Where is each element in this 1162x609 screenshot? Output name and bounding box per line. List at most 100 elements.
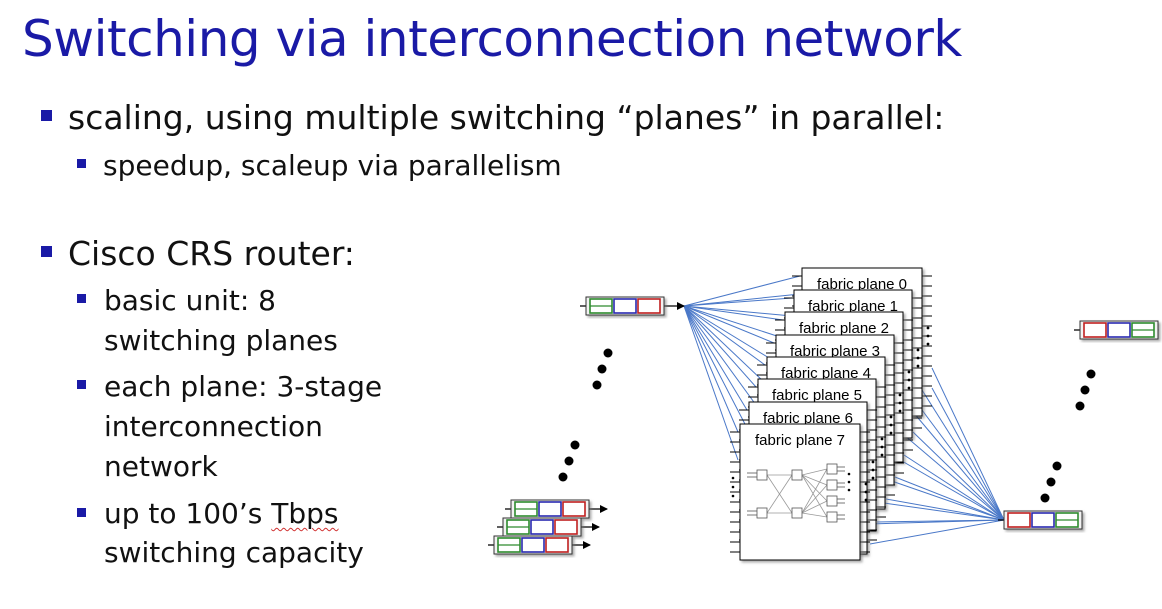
input-queue-1: [505, 499, 608, 519]
link: [683, 305, 766, 366]
port-dot: [916, 364, 920, 368]
link: [683, 305, 784, 339]
output-queue-top: [1074, 320, 1159, 340]
link: [869, 519, 1005, 525]
queue-cell: [1083, 322, 1107, 338]
switch-element: [756, 507, 768, 519]
link: [683, 275, 801, 307]
switch-element: [791, 507, 803, 519]
link: [921, 409, 1005, 521]
port-dot: [847, 488, 851, 492]
fabric-plane-label: fabric plane 3: [790, 343, 880, 360]
port-dot: [864, 490, 868, 494]
port-dot: [871, 476, 875, 480]
link: [931, 367, 1005, 521]
switch-element: [791, 469, 803, 481]
output-queue-bottom: [998, 510, 1083, 530]
fabric-plane-label: fabric plane 7: [755, 432, 845, 449]
queue-cell: [1107, 322, 1131, 338]
input-queue-2: [497, 517, 600, 537]
bullet-each-plane-line2: interconnection: [104, 410, 323, 443]
fabric-plane-label: fabric plane 6: [763, 410, 853, 427]
switch-element: [826, 495, 838, 507]
bullet-speedup: speedup, scaleup via parallelism: [103, 149, 562, 182]
queue-cell: [530, 519, 554, 535]
port-dot: [926, 326, 930, 330]
switch-element: [826, 511, 838, 523]
output-links: [869, 367, 1005, 545]
port-dot: [916, 356, 920, 360]
link: [683, 297, 793, 307]
queue-cell: [545, 537, 569, 553]
fabric-plane-stack: fabric plane 0 fabric plane 1 fabric plane…: [730, 267, 932, 561]
queue-cell: [613, 298, 637, 314]
switch-element: [826, 463, 838, 475]
queues: [488, 296, 1159, 555]
port-dot: [731, 494, 735, 498]
queue-cell: [538, 501, 562, 517]
port-dot: [907, 370, 911, 374]
tbps-term: Tbps: [271, 497, 339, 530]
port-dot: [864, 498, 868, 502]
input-queue-3: [488, 535, 591, 555]
queue-cell: [521, 537, 545, 553]
port-dot: [871, 468, 875, 472]
fabric-plane-label: fabric plane 1: [808, 298, 898, 315]
bullet-each-plane-line3: network: [104, 450, 218, 483]
link: [683, 305, 748, 411]
fabric-plane-label: fabric plane 2: [799, 320, 889, 337]
input-links: [683, 275, 801, 461]
bullet-basic-unit-line1: basic unit: 8: [104, 284, 276, 317]
queue-cell: [554, 519, 578, 535]
bullet-tbps-line1: up to 100’s Tbps: [104, 497, 339, 530]
link: [894, 476, 1005, 521]
port-dot: [907, 386, 911, 390]
input-queue-top: [580, 296, 685, 316]
link: [683, 305, 775, 362]
bullet-marker: [77, 294, 86, 303]
port-dot: [898, 409, 902, 413]
port-dot: [871, 460, 875, 464]
port-dot: [880, 437, 884, 441]
link: [885, 498, 1005, 521]
fabric-plane-7: fabric plane 7: [730, 423, 870, 561]
ellipsis-dots: [558, 348, 1096, 503]
port-dot: [916, 348, 920, 352]
bullet-each-plane-line1: each plane: 3-stage: [104, 370, 383, 403]
port-dot: [731, 476, 735, 480]
queue-cell: [562, 501, 586, 517]
link: [683, 293, 801, 307]
fabric-plane-label: fabric plane 4: [781, 365, 871, 382]
link: [683, 305, 784, 321]
bullet-marker: [77, 380, 86, 389]
port-dot: [847, 472, 851, 476]
queue-cell: [1007, 512, 1031, 528]
link: [903, 454, 1005, 521]
port-dot: [880, 445, 884, 449]
link: [869, 519, 1005, 545]
fabric-plane-label: fabric plane 5: [772, 387, 862, 404]
bullet-cisco: Cisco CRS router:: [68, 234, 355, 273]
link: [683, 305, 748, 429]
queue-cell: [1031, 512, 1055, 528]
port-dot: [907, 378, 911, 382]
port-dot: [926, 342, 930, 346]
port-dot: [898, 401, 902, 405]
link: [921, 389, 1005, 521]
link: [912, 411, 1005, 521]
link: [894, 456, 1005, 521]
three-stage-network: [731, 463, 851, 523]
link: [931, 387, 1005, 521]
switch-element: [826, 479, 838, 491]
bullet-scaling: scaling, using multiple switching “plane…: [68, 98, 945, 137]
link: [683, 305, 766, 384]
port-dot: [889, 423, 893, 427]
port-dot: [889, 415, 893, 419]
link: [885, 478, 1005, 521]
link: [912, 431, 1005, 521]
link: [903, 434, 1005, 521]
link: [683, 305, 775, 344]
port-dot: [880, 453, 884, 457]
fabric-plane-label: fabric plane 0: [817, 276, 907, 293]
